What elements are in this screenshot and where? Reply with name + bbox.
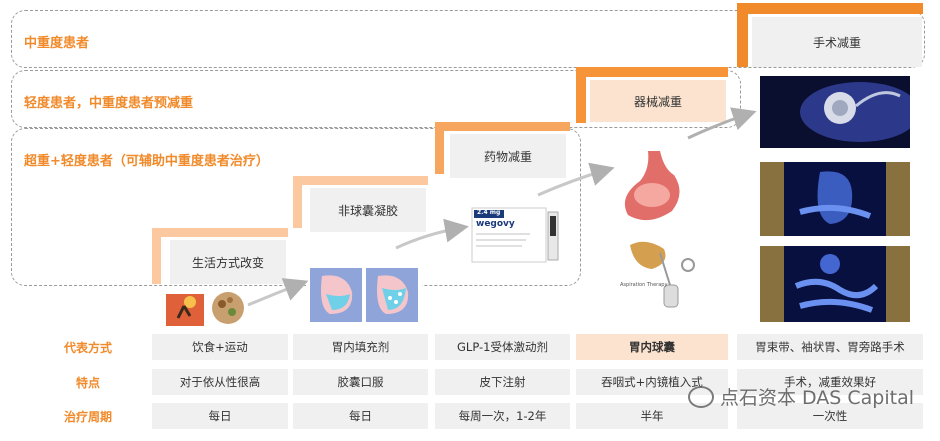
stair-bar-4-top <box>576 67 728 77</box>
drug-brand-text: wegovy <box>476 219 515 229</box>
severity-label-moderate-severe: 中重度患者 <box>24 36 90 51</box>
stair-bar-2-left <box>293 176 302 228</box>
row-label-period: 治疗周期 <box>63 409 112 424</box>
cell-feature-gel: 胶囊口服 <box>293 369 428 395</box>
row-label-method: 代表方式 <box>63 340 112 355</box>
cell-period-drug: 每周一次，1-2年 <box>435 403 570 429</box>
stair-bar-1-left <box>152 228 161 284</box>
surgery-image-band <box>760 76 920 148</box>
severity-label-mild: 轻度患者，中重度患者预减重 <box>24 96 194 111</box>
stage-label-lifestyle: 生活方式改变 <box>170 240 286 284</box>
cell-method-drug: GLP-1受体激动剂 <box>435 334 570 360</box>
cell-period-surgery: 一次性 <box>737 403 923 429</box>
gel-stomach-image <box>306 264 422 326</box>
severity-box-mild <box>11 70 741 128</box>
watermark: 点石资本 DAS Capital <box>687 383 914 410</box>
drug-box-image: 2.4 mg wegovy <box>470 204 564 266</box>
cell-method-gel: 胃内填充剂 <box>293 334 428 360</box>
cell-method-lifestyle: 饮食+运动 <box>152 334 288 360</box>
cell-method-device: 胃内球囊 <box>576 334 728 360</box>
stair-bar-3-top <box>435 122 570 131</box>
stair-bar-1-top <box>152 228 288 237</box>
stage-label-gel: 非球囊凝胶 <box>310 188 426 232</box>
surgery-image-bypass <box>760 246 910 322</box>
cell-feature-surgery: 手术，减重效果好 <box>737 369 923 395</box>
balloon-caption: Aspiration Therapy <box>620 282 668 288</box>
stair-bar-3-left <box>435 122 444 174</box>
cell-feature-drug: 皮下注射 <box>435 369 570 395</box>
drug-dose-text: 2.4 mg <box>477 209 501 216</box>
stair-bar-5-left <box>737 3 748 67</box>
surgery-image-sleeve <box>760 162 910 236</box>
balloon-device-image: Aspiration Therapy <box>600 145 710 325</box>
cell-feature-lifestyle: 对于依从性很高 <box>152 369 288 395</box>
wechat-icon <box>687 385 714 408</box>
cell-feature-device: 吞咽式+内镜植入式 <box>576 369 728 395</box>
stage-label-device: 器械减重 <box>590 80 726 122</box>
cell-period-lifestyle: 每日 <box>152 403 288 429</box>
severity-box-moderate-severe <box>11 10 925 68</box>
stair-bar-5-top <box>737 3 923 14</box>
stair-bar-2-top <box>293 176 428 185</box>
cell-method-surgery: 胃束带、袖状胃、胃旁路手术 <box>737 334 923 360</box>
stage-label-drug: 药物减重 <box>450 134 566 178</box>
lifestyle-image <box>160 288 248 330</box>
stair-bar-4-left <box>576 67 586 123</box>
row-label-feature: 特点 <box>75 375 100 390</box>
severity-label-super: 超重+轻度患者（可辅助中重度患者治疗） <box>24 154 269 169</box>
watermark-text: 点石资本 DAS Capital <box>719 387 914 409</box>
cell-period-gel: 每日 <box>293 403 428 429</box>
stage-label-surgery: 手术减重 <box>752 17 922 67</box>
